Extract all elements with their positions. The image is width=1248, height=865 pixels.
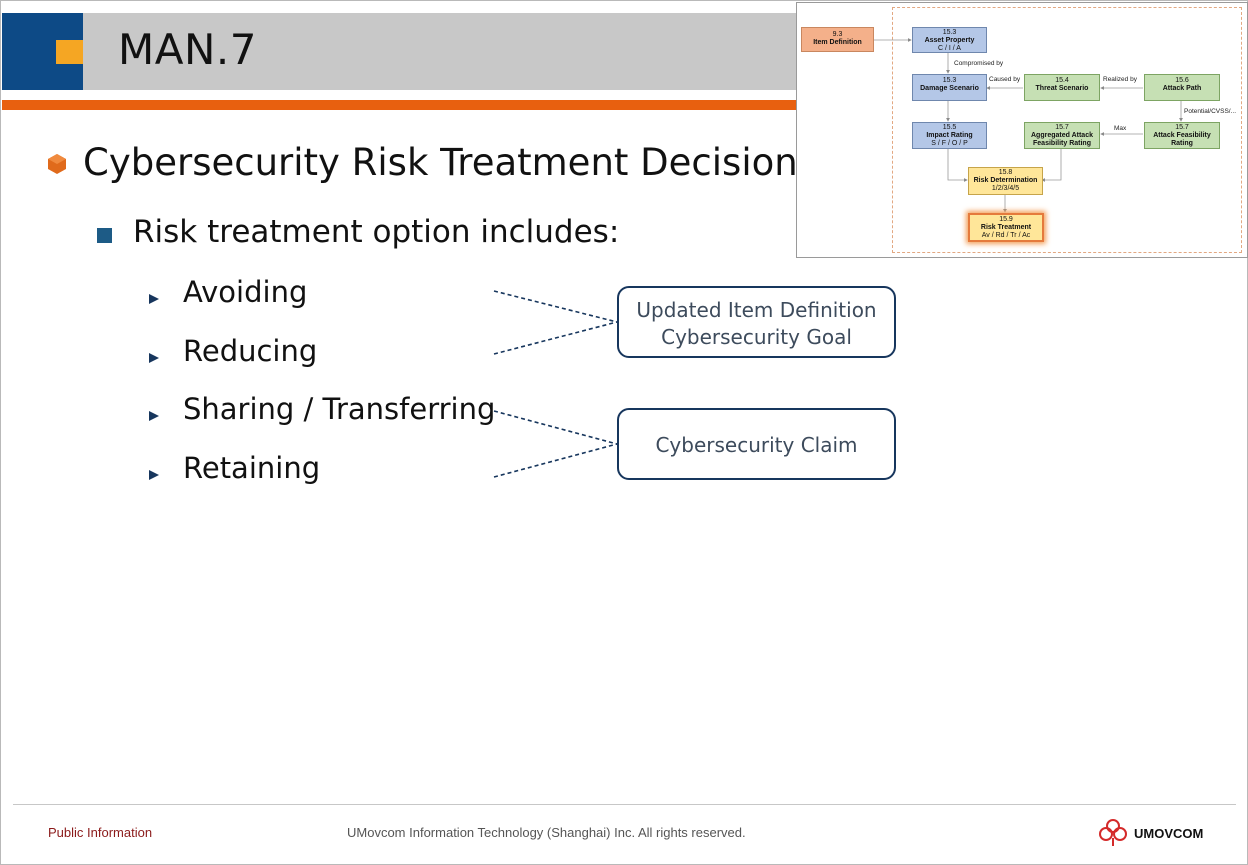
subheading: Risk treatment option includes: (133, 214, 620, 250)
edge-label: Potential/CVSS/... (1184, 108, 1237, 115)
footer-divider (13, 804, 1236, 805)
classification-label: Public Information (48, 825, 153, 840)
callout-cybersecurity-claim: Cybersecurity Claim (617, 408, 896, 480)
node-attack-path: 15.6 Attack Path (1144, 74, 1220, 101)
header-title-band (83, 13, 803, 90)
umovcom-logo-icon (1099, 819, 1127, 846)
header-orange-square (56, 40, 83, 64)
edge-label: Compromised by (954, 60, 1004, 67)
node-asset-property: 15.3 Asset Property C / I / A (912, 27, 987, 53)
option-label: Avoiding (183, 275, 308, 309)
option-label: Reducing (183, 334, 318, 368)
edge-label: Caused by (989, 76, 1021, 83)
callout-line: Updated Item Definition (636, 298, 877, 322)
triangle-arrow-icon (149, 411, 159, 421)
callout-item-definition: Updated Item Definition Cybersecurity Go… (617, 286, 896, 358)
section-heading: Cybersecurity Risk Treatment Decision (83, 141, 798, 184)
option-label: Sharing / Transferring (183, 392, 496, 426)
node-attack-feasibility: 15.7 Attack Feasibility Rating (1144, 122, 1220, 149)
triangle-arrow-icon (149, 294, 159, 304)
triangle-arrow-icon (149, 353, 159, 363)
orange-hexagon-icon (48, 154, 66, 174)
edge-label: Max (1114, 125, 1127, 132)
page-title: MAN.7 (118, 25, 257, 74)
header-accent-bar (2, 100, 798, 110)
callout-line: Cybersecurity Goal (661, 325, 852, 349)
tara-diagram: 9.3 Item Definition 15.3 Asset Property … (796, 2, 1248, 258)
node-damage-scenario: 15.3 Damage Scenario (912, 74, 987, 101)
diagram-edges (874, 38, 1183, 213)
edge-label: Realized by (1103, 76, 1137, 83)
node-aggregated-feasibility: 15.7 Aggregated Attack Feasibility Ratin… (1024, 122, 1100, 149)
node-impact-rating: 15.5 Impact Rating S / F / O / P (912, 122, 987, 149)
option-label: Retaining (183, 451, 321, 485)
copyright-text: UMovcom Information Technology (Shanghai… (347, 825, 746, 840)
diagram-frame (892, 7, 1242, 253)
node-threat-scenario: 15.4 Threat Scenario (1024, 74, 1100, 101)
node-risk-treatment: 15.9 Risk Treatment Av / Rd / Tr / Ac (968, 213, 1044, 242)
connector-sharing (493, 410, 618, 445)
callout-line: Cybersecurity Claim (655, 433, 858, 457)
connector-retaining (493, 443, 618, 478)
triangle-arrow-icon (149, 470, 159, 480)
connector-reducing (493, 321, 618, 355)
node-risk-determination: 15.8 Risk Determination 1/2/3/4/5 (968, 167, 1043, 195)
node-item-definition: 9.3 Item Definition (801, 27, 874, 52)
blue-square-icon (97, 228, 112, 243)
brand-name: UMOVCOM (1134, 826, 1204, 841)
connector-avoiding (493, 290, 618, 323)
